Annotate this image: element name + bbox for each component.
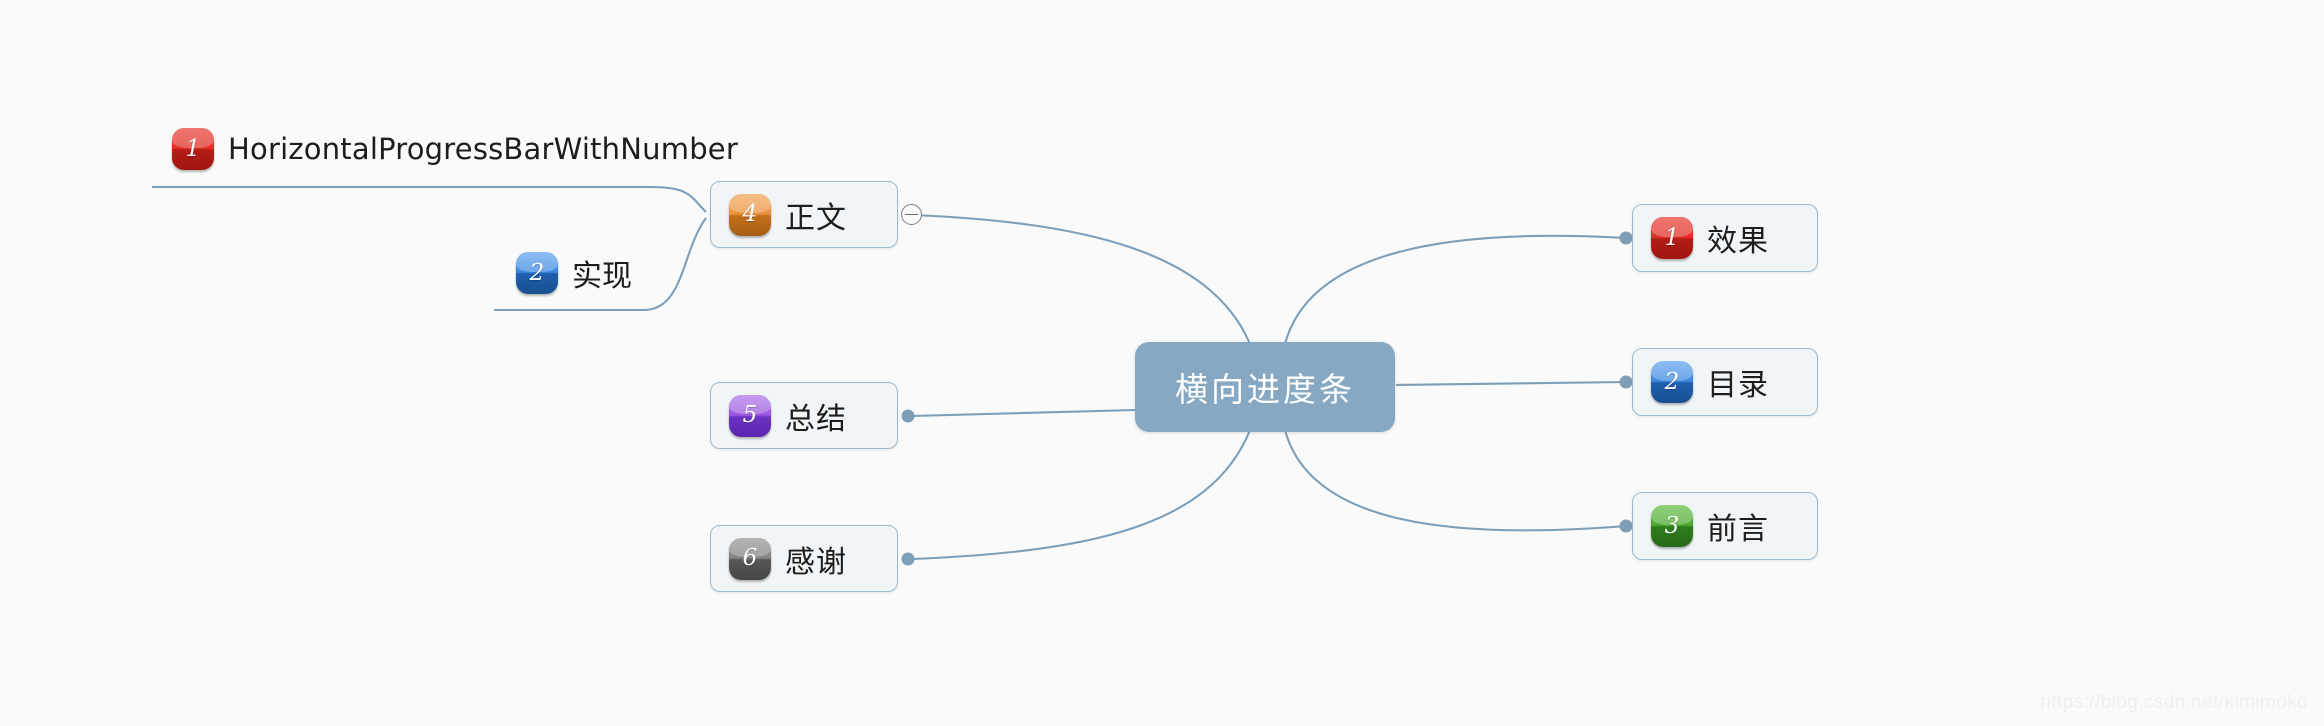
minus-circle-icon[interactable] — [901, 204, 922, 225]
connector-dot-toc — [1619, 375, 1633, 389]
edge-root-to-preface — [1283, 429, 1627, 532]
subitem-horizontalprogressbarwithnumber[interactable]: 1 HorizontalProgressBarWithNumber — [172, 128, 738, 170]
node-effect-label: 效果 — [1707, 224, 1769, 259]
badge-number-1-sub-icon: 1 — [172, 128, 214, 170]
subitem-1-label: HorizontalProgressBarWithNumber — [228, 132, 738, 166]
node-preface[interactable]: 3 前言 — [1632, 492, 1818, 560]
node-preface-label: 前言 — [1707, 512, 1769, 547]
badge-number-2-sub-icon: 2 — [516, 252, 558, 294]
badge-number-4-icon: 4 — [729, 193, 771, 236]
badge-number-3-icon: 3 — [1651, 505, 1693, 547]
node-summary[interactable]: 5 总结 — [710, 382, 898, 449]
node-summary-label: 总结 — [785, 401, 847, 437]
badge-number-5-icon: 5 — [729, 394, 771, 437]
edge-root-to-body — [911, 213, 1251, 345]
watermark: https://blog.csdn.net/kimimoko — [2040, 692, 2308, 713]
root-node-label: 横向进度条 — [1175, 370, 1355, 409]
edge-root-to-thanks — [911, 429, 1251, 561]
edge-root-to-toc — [1395, 380, 1627, 387]
connector-dot-summary — [901, 409, 915, 423]
connector-dot-thanks — [901, 552, 915, 566]
node-body-label: 正文 — [785, 200, 847, 236]
edge-subitem-1-underline — [152, 185, 707, 213]
node-toc-label: 目录 — [1707, 368, 1769, 403]
node-effect[interactable]: 1 效果 — [1632, 204, 1818, 272]
node-toc[interactable]: 2 目录 — [1632, 348, 1818, 416]
node-thanks-label: 感谢 — [785, 544, 847, 580]
badge-number-2-icon: 2 — [1651, 361, 1693, 403]
node-thanks[interactable]: 6 感谢 — [710, 525, 898, 592]
node-body[interactable]: 4 正文 — [710, 181, 898, 248]
badge-number-1-icon: 1 — [1651, 217, 1693, 259]
root-node[interactable]: 横向进度条 — [1135, 342, 1395, 432]
subitem-2-label: 实现 — [572, 259, 632, 294]
subitem-implementation[interactable]: 2 实现 — [516, 251, 632, 295]
connector-dot-effect — [1619, 231, 1633, 245]
edge-root-to-effect — [1283, 234, 1627, 345]
edge-root-to-summary — [911, 408, 1136, 418]
badge-number-6-icon: 6 — [729, 537, 771, 580]
connector-dot-preface — [1619, 519, 1633, 533]
